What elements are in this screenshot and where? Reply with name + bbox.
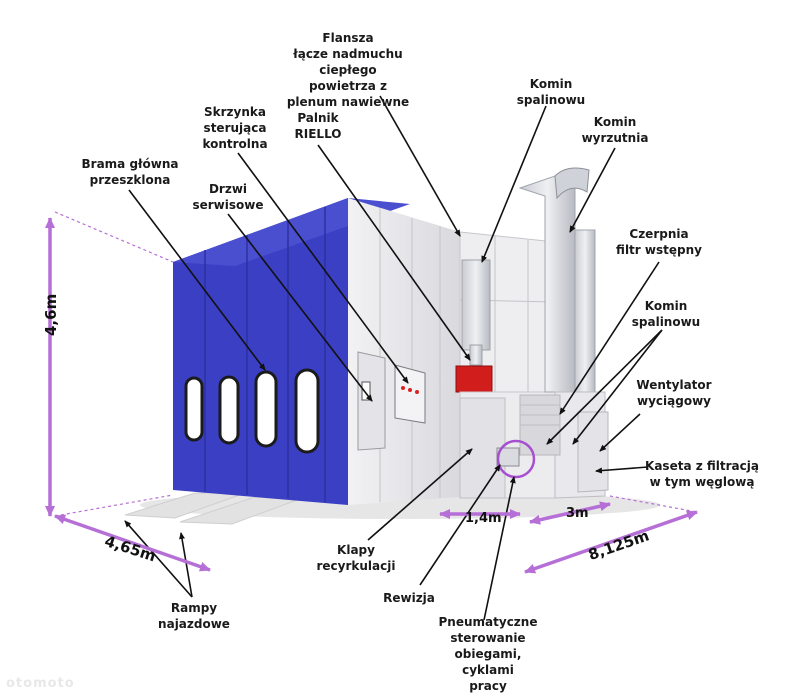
label-brama: Brama główna przeszklona <box>81 157 179 187</box>
label-rewizja: Rewizja <box>383 591 435 605</box>
label-czerpnia: Czerpnia filtr wstępny <box>616 227 702 257</box>
pneumatic-highlight-circle <box>496 439 536 479</box>
label-rampy: Rampy najazdowe <box>158 601 230 631</box>
label-skrzynka: Skrzynka sterująca kontrolna <box>202 105 268 151</box>
dimension-depth-small: 1,4m <box>465 511 502 526</box>
watermark: otomoto <box>6 676 75 691</box>
label-palnik: Palnik RIELLO <box>294 111 342 141</box>
label-komin-spalinowu-mid: Komin spalinowu <box>631 299 701 329</box>
label-komin-wyrzutnia: Komin wyrzutnia <box>581 115 649 145</box>
exhaust-cap <box>554 167 590 200</box>
supply-duct <box>461 259 491 351</box>
label-pneumatyczne: Pneumatyczne sterowanie obiegami, cyklam… <box>438 615 538 693</box>
door-windows <box>184 368 320 454</box>
label-komin-spalinowu-top: Komin spalinowu <box>516 77 586 107</box>
filter-cassette <box>577 411 609 493</box>
dimension-height: 4,6m <box>42 293 60 336</box>
label-kaseta: Kaseta z filtracją w tym węglową <box>645 459 759 489</box>
dimension-depth-module: 3m <box>566 506 589 521</box>
dimension-lines <box>45 217 698 574</box>
label-drzwi: Drzwi serwisowe <box>192 182 264 212</box>
control-box <box>394 364 426 424</box>
label-klapy: Klapy recyrkulacji <box>316 543 396 573</box>
label-flansza: Flansza łącze nadmuchu ciepłego powietrz… <box>286 31 410 109</box>
burner-riello <box>455 365 493 393</box>
label-wentylator: Wentylator wyciągowy <box>636 378 712 408</box>
booth-side-wall <box>348 198 460 505</box>
